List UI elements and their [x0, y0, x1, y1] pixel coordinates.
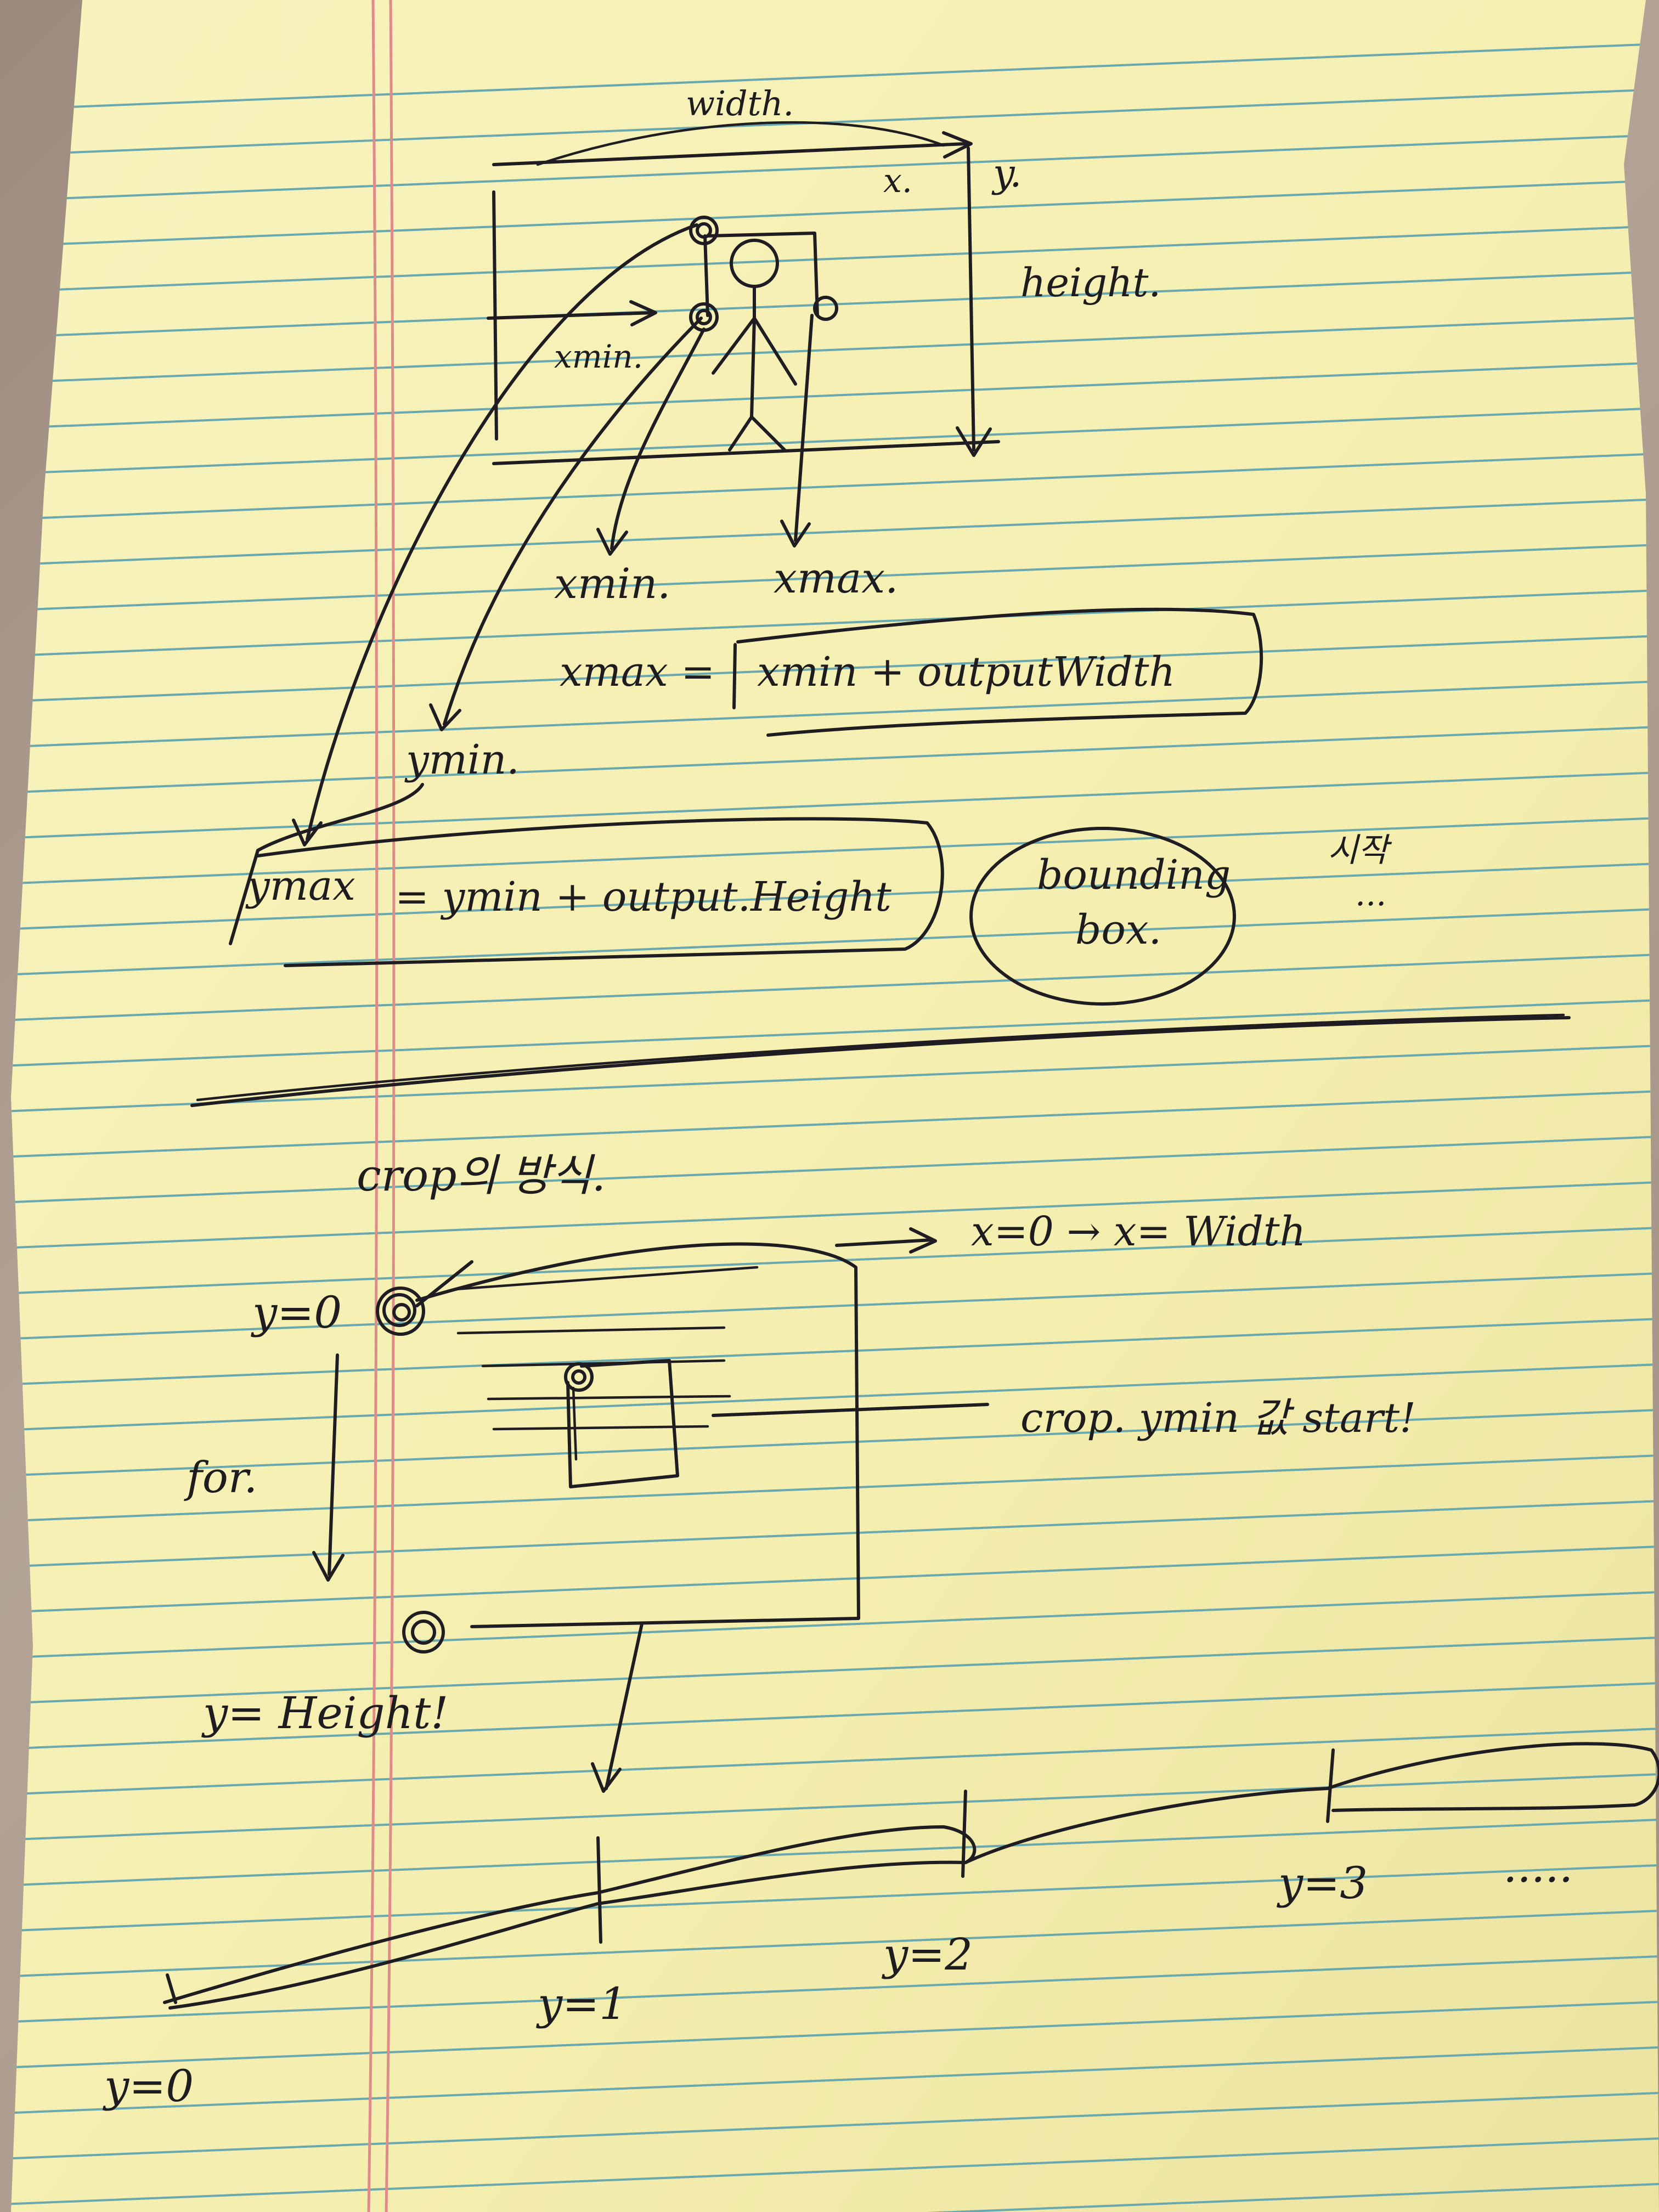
rule-line — [11, 498, 1659, 566]
rule-line — [11, 1090, 1659, 1158]
rule-line — [11, 999, 1659, 1067]
ymax-formula-left: ymax — [245, 862, 356, 910]
xmin-label: xmin. — [554, 559, 670, 608]
x-axis-label: x. — [883, 162, 912, 200]
rule-line — [11, 589, 1659, 657]
rule-line — [11, 1773, 1659, 1841]
rule-line — [11, 407, 1659, 475]
rule-line — [11, 680, 1659, 748]
rule-line — [11, 1227, 1659, 1295]
rule-line — [11, 2001, 1659, 2069]
crop-note: crop. ymin 값 start! — [1020, 1395, 1416, 1442]
crop-title: crop의 방식. — [357, 1150, 606, 1201]
ruled-lines — [11, 43, 1659, 2212]
rule-line — [11, 1591, 1659, 1659]
margin-line — [385, 0, 396, 2212]
rule-line — [11, 1910, 1659, 1978]
xmax-formula-left: xmax = — [560, 648, 715, 696]
width-label: width. — [686, 83, 794, 123]
rule-line — [11, 1864, 1659, 1932]
rule-line — [11, 2046, 1659, 2114]
rule-line — [11, 1637, 1659, 1705]
rule-line — [11, 43, 1659, 111]
rule-line — [11, 225, 1659, 293]
rule-line — [11, 862, 1659, 930]
rule-line — [11, 316, 1659, 384]
rule-line — [11, 908, 1659, 976]
korean-note-1: 시작 — [1328, 831, 1392, 870]
rule-line — [11, 817, 1659, 885]
ymax-formula-right: = ymin + output.Height — [395, 873, 891, 921]
timeline-ellipsis: ..... — [1503, 1841, 1573, 1892]
rule-line — [11, 1819, 1659, 1887]
y-height-label: y= Height! — [201, 1688, 448, 1739]
notepad-sheet — [11, 0, 1659, 2212]
for-label: for. — [184, 1453, 257, 1503]
rule-line — [11, 362, 1659, 430]
rule-line — [11, 1955, 1659, 2023]
rule-line — [11, 1045, 1659, 1113]
rule-line — [11, 2137, 1659, 2205]
rule-line — [11, 270, 1659, 338]
bounding-box-line2: box. — [1075, 906, 1161, 953]
xmin-arrow-label: xmin. — [554, 338, 643, 375]
rule-line — [11, 1728, 1659, 1796]
rule-line — [11, 953, 1659, 1022]
rule-line — [11, 544, 1659, 612]
rule-line — [11, 1136, 1659, 1204]
bounding-box-line1: bounding — [1037, 851, 1231, 899]
timeline-y3: y=3 — [1277, 1858, 1368, 1909]
timeline-y2: y=2 — [882, 1929, 973, 1980]
rule-line — [11, 1682, 1659, 1750]
rule-line — [11, 1409, 1659, 1477]
rule-line — [11, 1363, 1659, 1431]
y0-label: y=0 — [251, 1287, 342, 1338]
top-diagram: width. x. y. height. xmin. — [229, 83, 1392, 1006]
rule-line — [11, 1181, 1659, 1249]
section-divider — [190, 1016, 1571, 1107]
ymin-label: ymin. — [404, 736, 520, 783]
rule-line — [11, 726, 1659, 794]
height-label: height. — [1020, 259, 1161, 306]
rule-line — [11, 453, 1659, 521]
rule-line — [11, 2183, 1659, 2212]
rule-line — [11, 2092, 1659, 2160]
rule-line — [11, 771, 1659, 839]
timeline-y1: y=1 — [536, 1978, 627, 2029]
x-range-label: x=0 → x= Width — [971, 1208, 1306, 1255]
margin-line — [367, 0, 379, 2212]
rule-line — [11, 179, 1659, 247]
xmax-formula-right: xmin + outputWidth — [757, 648, 1175, 696]
rule-line — [11, 134, 1659, 202]
timeline-y0: y=0 — [103, 2061, 194, 2112]
rule-line — [11, 1500, 1659, 1568]
rule-line — [11, 1545, 1659, 1613]
y-axis-label: y. — [991, 151, 1022, 196]
rule-line — [11, 1318, 1659, 1386]
section-divider — [196, 1013, 1565, 1102]
bottom-diagram: crop의 방식. y=0 x=0 → x= Width crop. ymin … — [103, 1150, 1659, 2112]
korean-note-2: ... — [1355, 875, 1386, 913]
rule-line — [11, 1272, 1659, 1340]
rule-line — [11, 1454, 1659, 1522]
rule-line — [11, 635, 1659, 703]
xmax-label: xmax. — [774, 554, 898, 602]
